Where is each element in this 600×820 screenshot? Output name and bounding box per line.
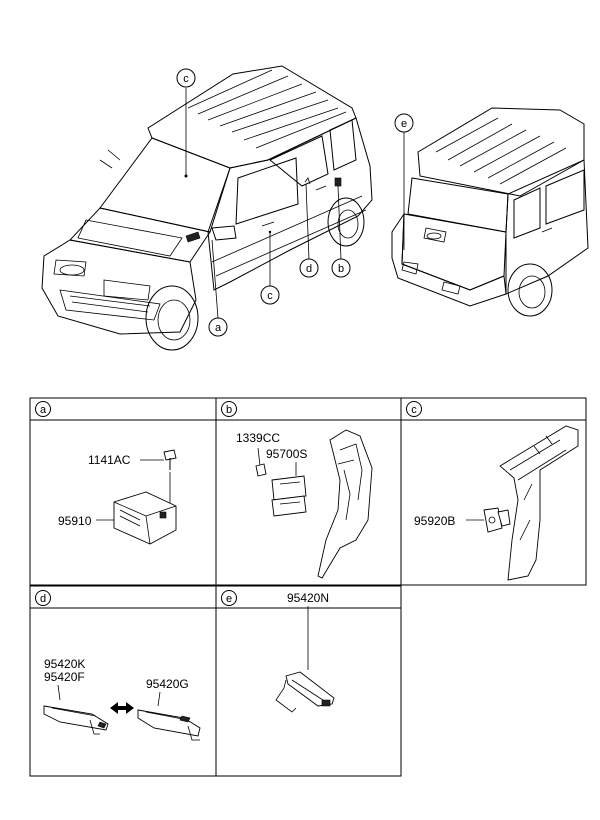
svg-text:b: b	[338, 263, 344, 275]
svg-text:c: c	[411, 404, 417, 416]
front-vehicle-illustration	[41, 65, 373, 351]
panel-e-part-number: 95420N	[287, 591, 329, 605]
svg-text:b: b	[226, 404, 232, 416]
part-number-95420F: 95420F	[44, 670, 85, 684]
panel-c-parts: 95920B	[414, 425, 579, 581]
part-number-95910: 95910	[58, 514, 92, 528]
svg-text:c: c	[183, 73, 189, 85]
callout-c-side: c	[260, 285, 280, 305]
part-number-95920B: 95920B	[414, 514, 455, 528]
part-number-95420K: 95420K	[44, 657, 85, 671]
callout-a: a	[208, 317, 228, 337]
svg-text:c: c	[267, 290, 273, 302]
panel-d-header: d	[35, 590, 51, 606]
panel-b-header: b	[221, 401, 237, 417]
callout-e: e	[394, 113, 414, 133]
parts-table	[29, 397, 587, 777]
callout-b: b	[331, 258, 351, 278]
svg-text:d: d	[306, 263, 312, 275]
panel-a-parts: 1141AC 95910	[58, 449, 177, 545]
panel-d-parts: 95420K 95420F 95420G	[43, 657, 201, 741]
callout-d: d	[299, 258, 319, 278]
interchange-arrow-icon	[110, 702, 134, 714]
panel-e-parts	[275, 606, 335, 713]
part-number-1339CC: 1339CC	[236, 431, 280, 445]
panel-a-header: a	[35, 401, 51, 417]
svg-text:d: d	[40, 593, 46, 605]
panel-e-header: e 95420N	[221, 590, 329, 606]
svg-text:a: a	[215, 322, 222, 334]
svg-text:e: e	[401, 118, 407, 130]
svg-text:e: e	[226, 593, 232, 605]
panel-b-parts: 1339CC 95700S	[236, 429, 373, 579]
part-number-95700S: 95700S	[266, 447, 307, 461]
part-number-1141AC: 1141AC	[88, 453, 131, 467]
panel-c-header: c	[406, 401, 422, 417]
rear-vehicle-illustration	[391, 107, 589, 317]
callout-c-top: c	[176, 68, 196, 88]
svg-text:a: a	[40, 404, 47, 416]
part-number-95420G: 95420G	[146, 677, 189, 691]
